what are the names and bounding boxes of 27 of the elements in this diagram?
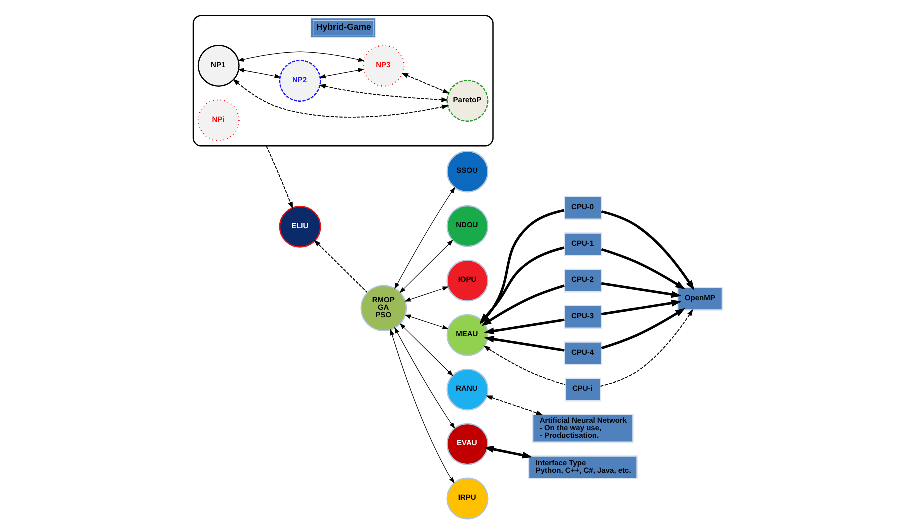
arrow [232, 78, 450, 118]
arrow [390, 329, 455, 484]
arrow [319, 84, 449, 102]
arrow [314, 240, 368, 294]
arrow [402, 73, 450, 94]
arrow [238, 52, 365, 62]
arrow [404, 314, 449, 330]
arrow [266, 146, 294, 210]
arrow [484, 346, 566, 386]
arrow [601, 248, 686, 290]
arrow [600, 309, 694, 387]
arrow [601, 300, 682, 316]
arrow [400, 240, 454, 294]
arrow [394, 187, 456, 290]
arrow [404, 286, 450, 302]
arrow [400, 323, 454, 376]
arrow [484, 446, 533, 459]
arrow [601, 282, 682, 298]
arrow [394, 327, 456, 430]
arrow [320, 68, 365, 79]
arrow [238, 68, 282, 79]
arrow [601, 210, 695, 291]
arrow [482, 284, 565, 326]
arrow [484, 318, 565, 335]
arrow [484, 336, 565, 352]
arrow [601, 308, 686, 350]
arrow [486, 396, 544, 416]
